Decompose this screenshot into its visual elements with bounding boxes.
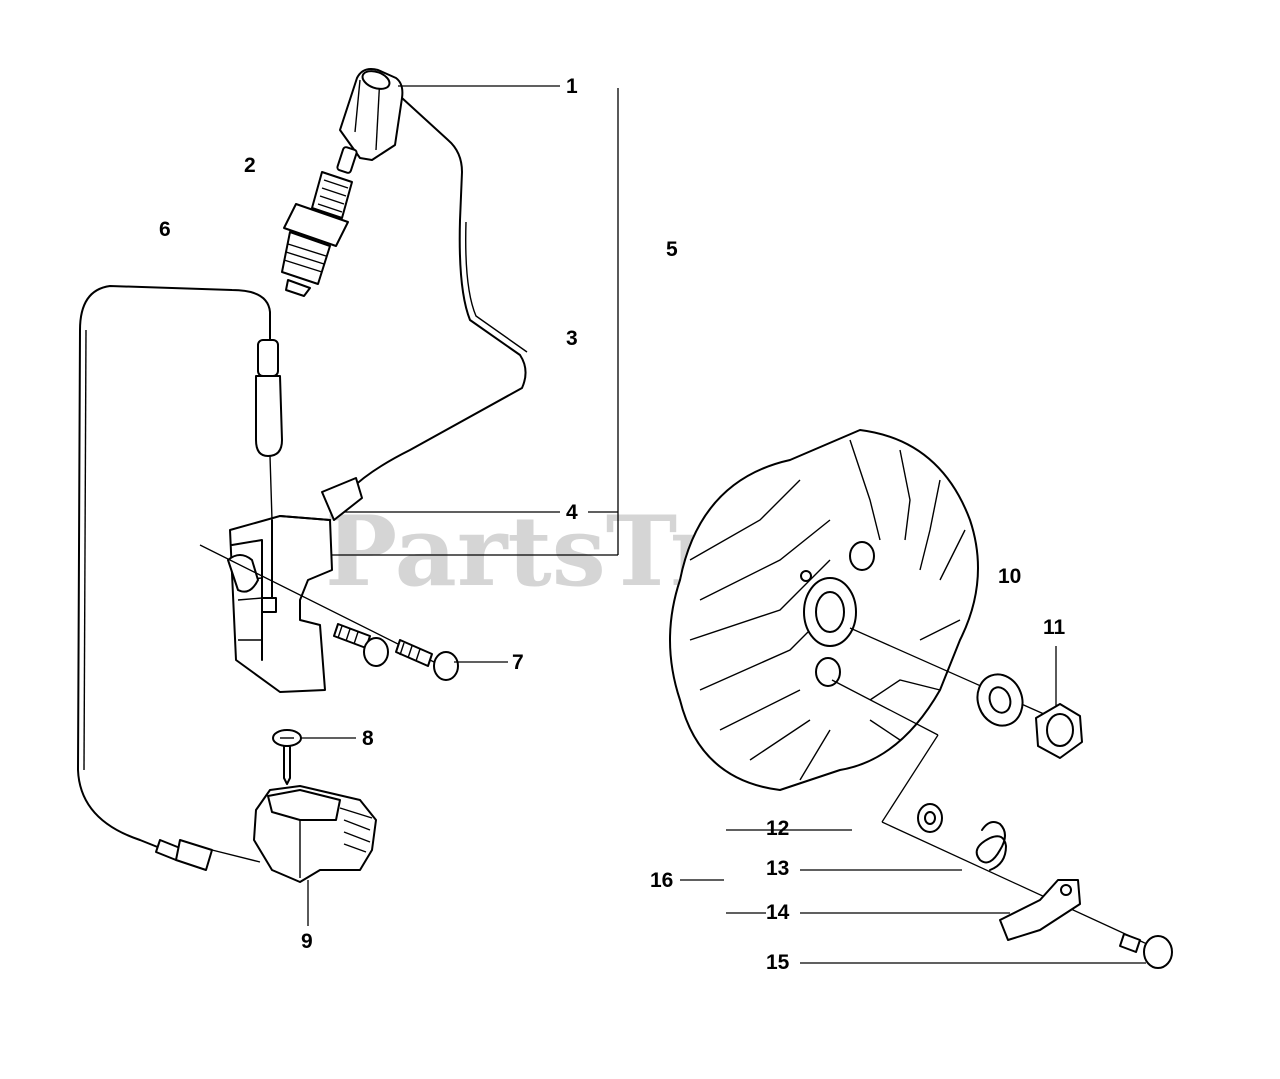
callout-9: 9 — [301, 930, 313, 953]
callout-7: 7 — [512, 651, 524, 674]
flywheel[interactable] — [669, 429, 979, 791]
ignition-module[interactable] — [227, 515, 333, 693]
screw-8[interactable] — [272, 729, 302, 785]
callout-10: 10 — [998, 565, 1021, 588]
lead-boot — [321, 477, 363, 521]
callout-16: 16 — [650, 869, 673, 892]
spark-plug-boot[interactable] — [339, 68, 463, 221]
pawl-assembly[interactable] — [831, 679, 1173, 969]
stop-switch[interactable] — [211, 785, 377, 883]
kill-wire[interactable] — [77, 285, 283, 871]
callout-6: 6 — [159, 218, 171, 241]
callout-13: 13 — [766, 857, 789, 880]
spark-plug[interactable] — [281, 146, 358, 297]
leader-lines — [300, 85, 1146, 964]
callout-1: 1 — [566, 75, 578, 98]
callout-15: 15 — [766, 951, 790, 974]
ht-lead[interactable] — [349, 219, 527, 491]
callout-2: 2 — [244, 154, 256, 177]
callout-11: 11 — [1043, 616, 1066, 639]
screws-7[interactable] — [199, 544, 459, 681]
callout-3: 3 — [566, 327, 578, 350]
callout-4: 4 — [566, 501, 578, 524]
callout-12: 12 — [766, 817, 789, 840]
callout-14: 14 — [766, 901, 790, 924]
bracket-lines — [328, 88, 619, 556]
washer-nut[interactable] — [849, 627, 1083, 759]
callout-8: 8 — [362, 727, 374, 750]
callout-5: 5 — [666, 238, 678, 261]
